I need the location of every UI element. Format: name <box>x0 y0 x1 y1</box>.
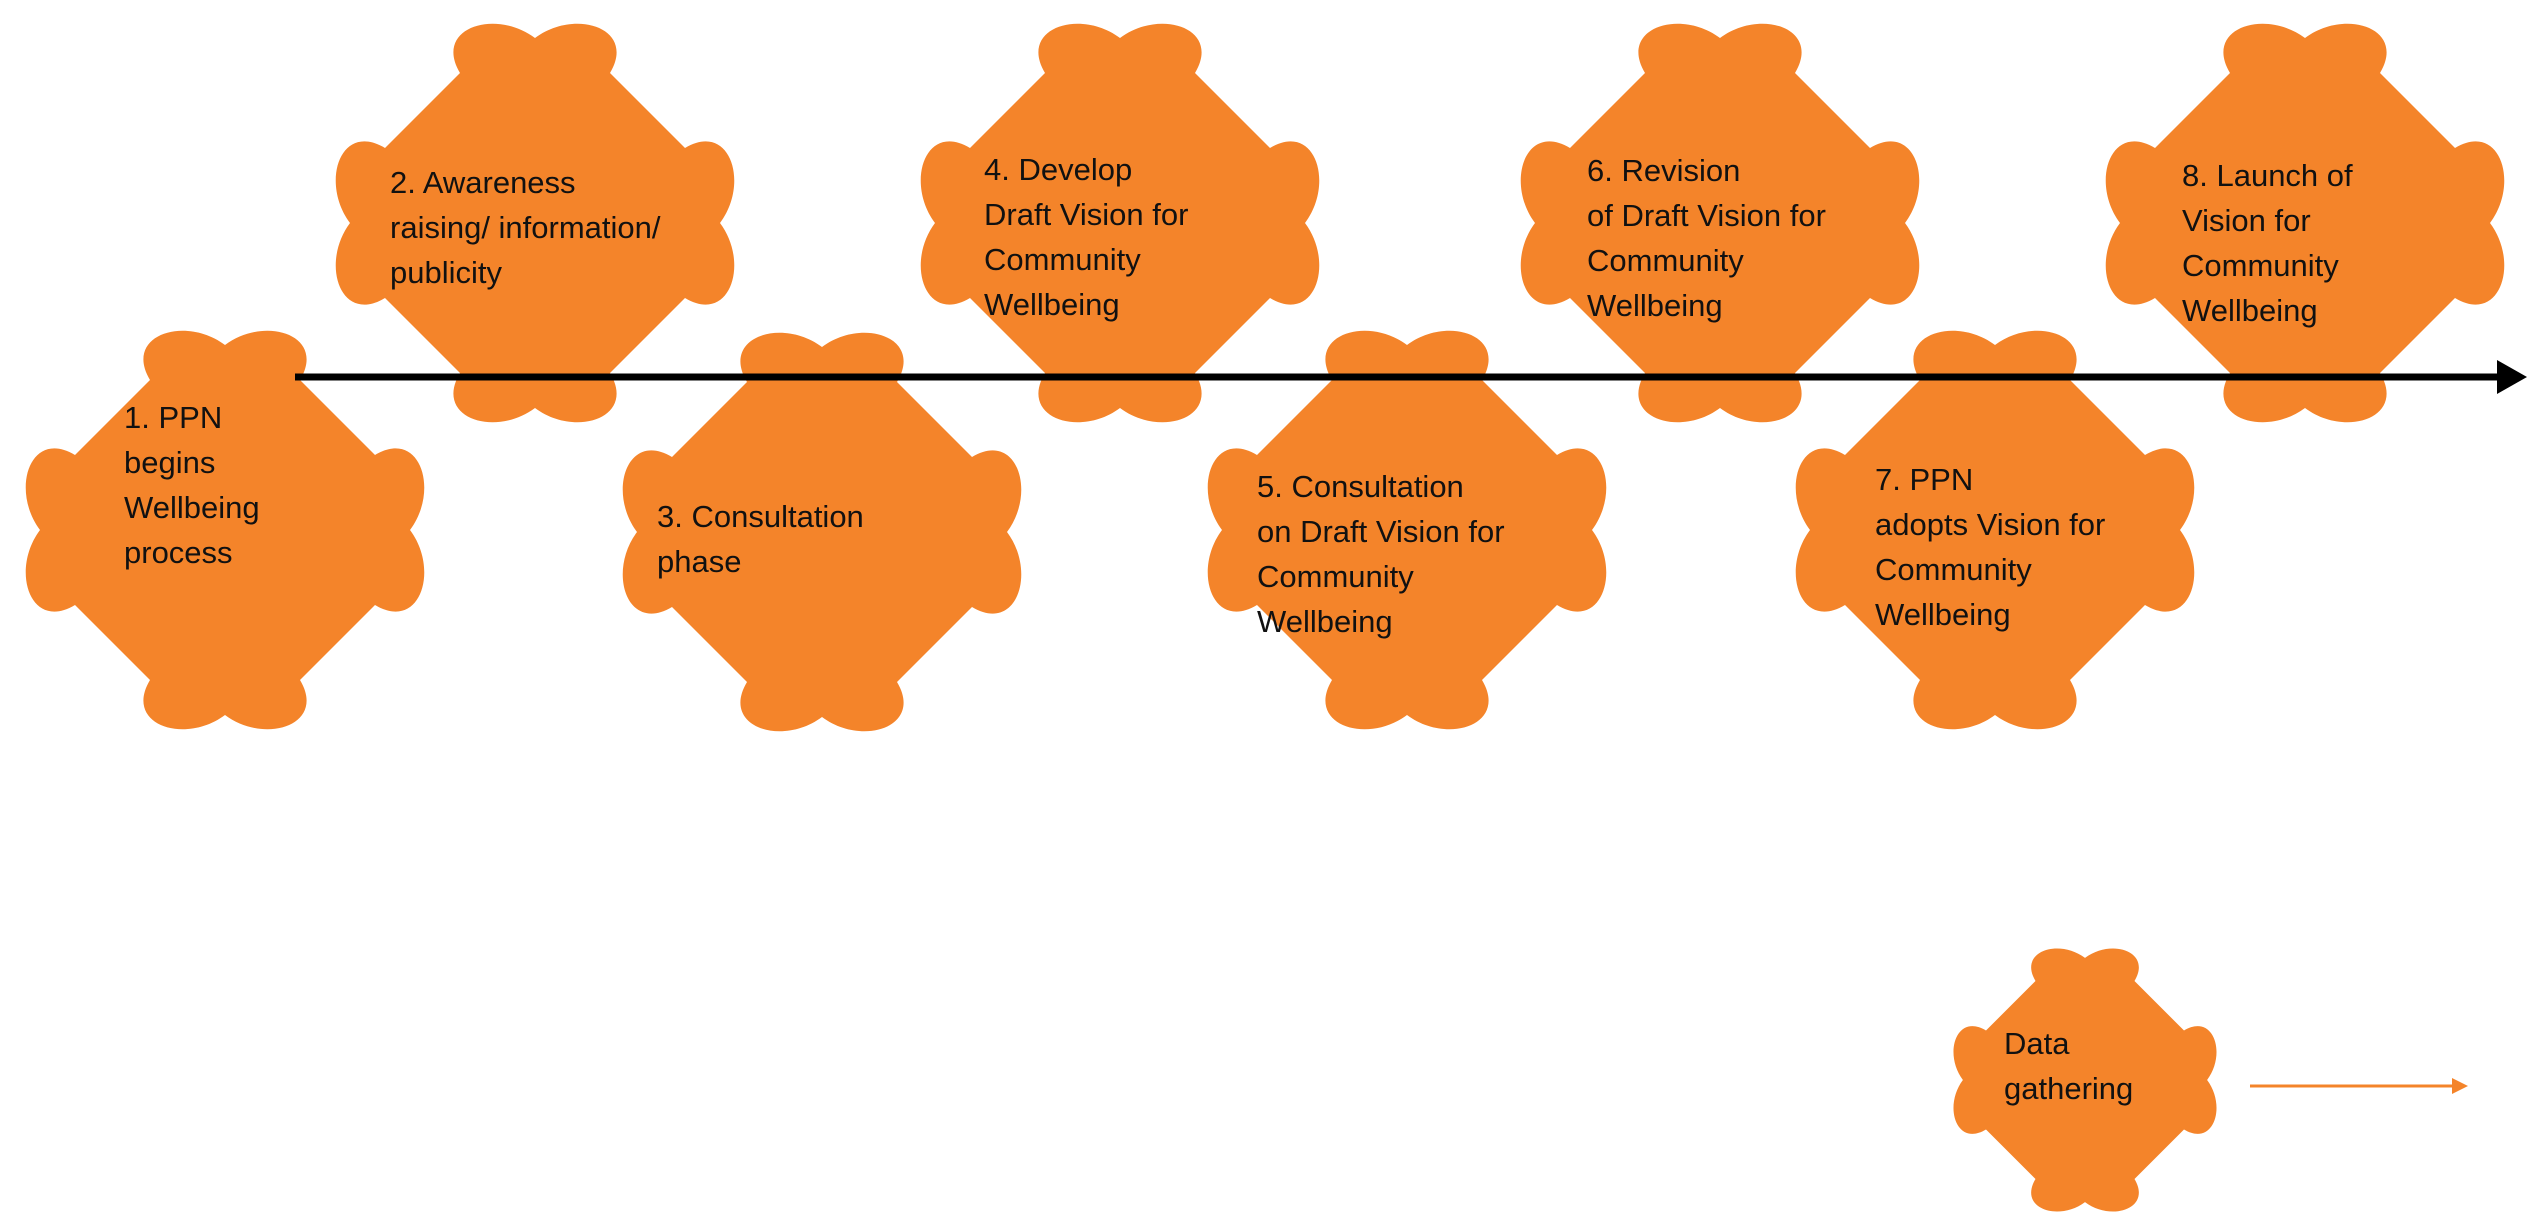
legend-arrowhead <box>2452 1078 2468 1094</box>
step-7-piece <box>1795 330 2195 730</box>
step-1-piece <box>25 330 425 730</box>
step-8-piece <box>2105 23 2505 423</box>
step-4-piece <box>920 23 1320 423</box>
step-2-piece <box>335 23 735 423</box>
legend-piece <box>1953 948 2217 1212</box>
puzzle-pieces-layer <box>25 23 2505 1212</box>
step-6-piece <box>1520 23 1920 423</box>
step-5-piece <box>1207 330 1607 730</box>
step-3-piece <box>622 332 1022 732</box>
timeline-arrowhead <box>2497 360 2527 394</box>
